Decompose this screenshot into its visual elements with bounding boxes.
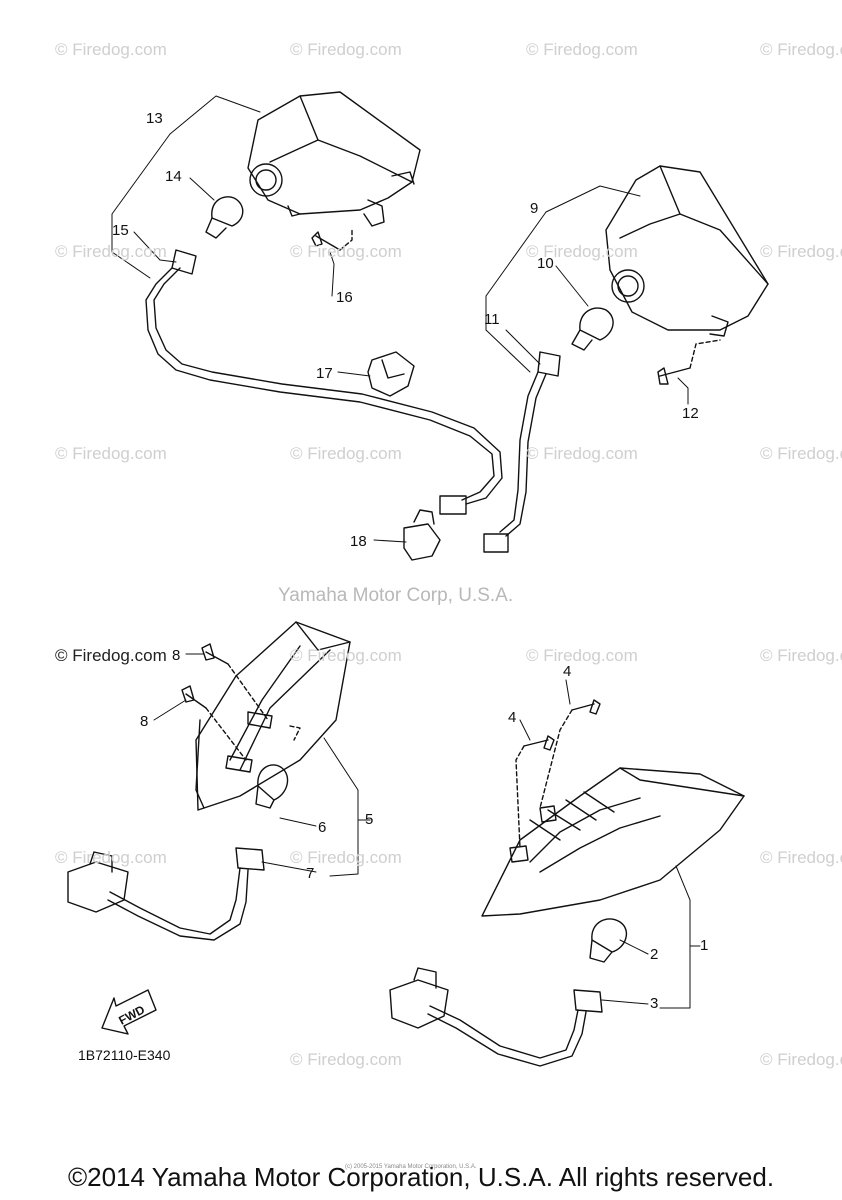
callout-7: 7 [306,865,315,882]
watermark: © Firedog.com [760,646,842,665]
callout-2: 2 [650,946,659,963]
screw-16 [311,229,353,251]
watermark: © Firedog.com [526,444,638,463]
socket-harness-15 [145,249,503,515]
socket-harness-3 [389,967,603,1067]
watermark: © Firedog.com [55,242,167,261]
socket-harness-7 [67,847,265,941]
callout-10: 10 [537,255,554,272]
watermark: © Firedog.com [290,646,402,665]
callout-13: 13 [146,110,163,127]
diagram-code: 1B72110-E340 [78,1047,171,1063]
watermark: © Firedog.com [290,40,402,59]
flasher-assembly-upper-right [605,165,769,337]
watermark: © Firedog.com [526,242,638,261]
bulb-2 [589,918,628,963]
callout-6: 6 [318,819,327,836]
callout-8b: 8 [140,713,149,730]
callout-4a: 4 [563,663,572,680]
watermark: © Firedog.com [290,848,402,867]
watermark: © Firedog.com [760,40,842,59]
callout-8a: 8 [172,647,181,664]
watermark: © Firedog.com [290,242,402,261]
callout-1: 1 [700,937,709,954]
callout-16: 16 [336,289,353,306]
leader-lines [111,95,701,1009]
callout-18: 18 [350,533,367,550]
bulb-6 [255,764,289,809]
callout-15: 15 [112,222,129,239]
copyright-notice: ©2014 Yamaha Motor Corporation, U.S.A. A… [67,1162,775,1192]
watermark: © Firedog.com [55,40,167,59]
watermark: © Firedog.com [760,242,842,261]
clamp-18 [403,509,441,561]
watermark: © Firedog.com [526,40,638,59]
callout-12: 12 [682,405,699,422]
watermark: © Firedog.com [526,646,638,665]
flasher-assembly-upper-left [247,91,421,227]
socket-harness-11 [483,351,561,553]
callout-14: 14 [165,168,182,185]
flasher-assembly-lower-left [195,621,351,811]
callout-3: 3 [650,995,659,1012]
callout-11: 11 [484,311,500,328]
watermark: © Firedog.com [55,646,167,665]
watermark: © Firedog.com [760,1050,842,1069]
flasher-assembly-lower-right [481,767,745,917]
clamp-17 [367,351,415,397]
watermark: © Firedog.com [760,848,842,867]
watermark: © Firedog.com [290,444,402,463]
watermark: © Firedog.com [55,848,167,867]
callout-9: 9 [530,200,539,217]
callout-17: 17 [316,365,333,382]
center-credit: Yamaha Motor Corp, U.S.A. [278,585,514,606]
callout-5: 5 [365,811,374,828]
screw-12 [657,339,721,385]
screws-8 [181,643,301,761]
bulb-14 [205,196,244,239]
watermark: © Firedog.com [290,1050,402,1069]
watermark: © Firedog.com [760,444,842,463]
fwd-arrow [101,989,157,1035]
bulb-10 [571,307,614,351]
callout-4b: 4 [508,709,517,726]
watermark: © Firedog.com [55,444,167,463]
tiny-credit: (c) 2005-2015 Yamaha Motor Corporation, … [345,1164,477,1170]
screws-4 [515,699,601,849]
